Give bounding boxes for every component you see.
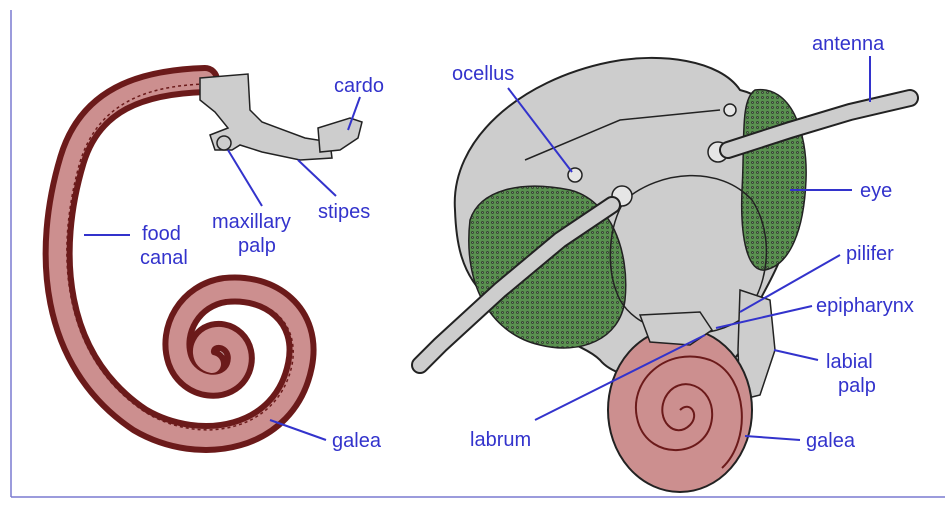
ocellus-label: ocellus [452, 63, 514, 85]
maxillary-palp-leader [228, 150, 262, 206]
maxillary-palp-shape [217, 136, 231, 150]
labrum-label: labrum [470, 429, 531, 451]
labial-palp-leader [774, 350, 818, 360]
eye-label: eye [860, 180, 892, 202]
stipes-leader [298, 160, 336, 196]
stipes-label: stipes [318, 201, 370, 223]
galea-label-left: galea [332, 430, 382, 452]
ocellus-right-shape [724, 104, 736, 116]
cardo-label: cardo [334, 75, 384, 97]
cardo-shape [318, 118, 362, 152]
food-canal-label-line2: canal [140, 247, 188, 269]
eye-right [742, 90, 806, 270]
labial-palp-label-line1: labial [826, 351, 873, 373]
food-canal-label-line1: food [142, 223, 181, 245]
maxillary-palp-label-line2: palp [238, 235, 276, 257]
maxilla-figure [58, 74, 362, 438]
galea-leader-right [745, 436, 800, 440]
antenna-label: antenna [812, 33, 885, 55]
labial-palp-label-line2: palp [838, 375, 876, 397]
maxillary-palp-label-line1: maxillary [212, 211, 291, 233]
galea-leader-left [270, 420, 326, 440]
pilifer-label: pilifer [846, 243, 894, 265]
epipharynx-label: epipharynx [816, 295, 914, 317]
head-figure [420, 58, 910, 492]
galea-label-right: galea [806, 430, 856, 452]
